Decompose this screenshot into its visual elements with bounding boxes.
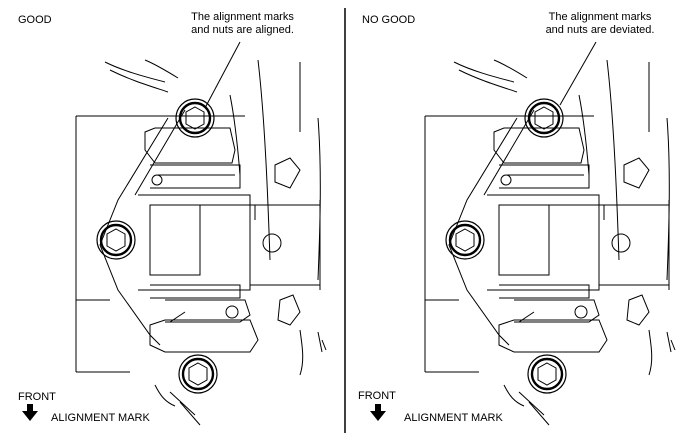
callout-good: The alignment marks and nuts are aligned…	[180, 11, 305, 37]
front-label-good: FRONT	[18, 391, 56, 403]
callout-no-good-line1: The alignment marks	[548, 11, 652, 23]
status-good: GOOD	[18, 14, 52, 26]
status-no-good: NO GOOD	[362, 14, 416, 26]
alignment-mark-label-no-good: ALIGNMENT MARK	[404, 412, 503, 424]
front-arrow-icon	[370, 404, 386, 421]
front-arrow-icon	[22, 404, 38, 421]
callout-leader-good	[204, 41, 241, 109]
callout-leader-no-good	[559, 41, 597, 106]
callout-no-good-line2: and nuts are deviated.	[545, 24, 655, 36]
engine-mount-good	[74, 58, 328, 427]
callout-no-good: The alignment marks and nuts are deviate…	[536, 11, 664, 37]
callout-good-line1: The alignment marks	[191, 11, 294, 23]
alignment-mark-label-good: ALIGNMENT MARK	[51, 412, 150, 424]
engine-mount-no-good	[423, 58, 677, 427]
front-label-no-good: FRONT	[358, 390, 396, 402]
callout-good-line2: and nuts are aligned.	[191, 24, 294, 36]
